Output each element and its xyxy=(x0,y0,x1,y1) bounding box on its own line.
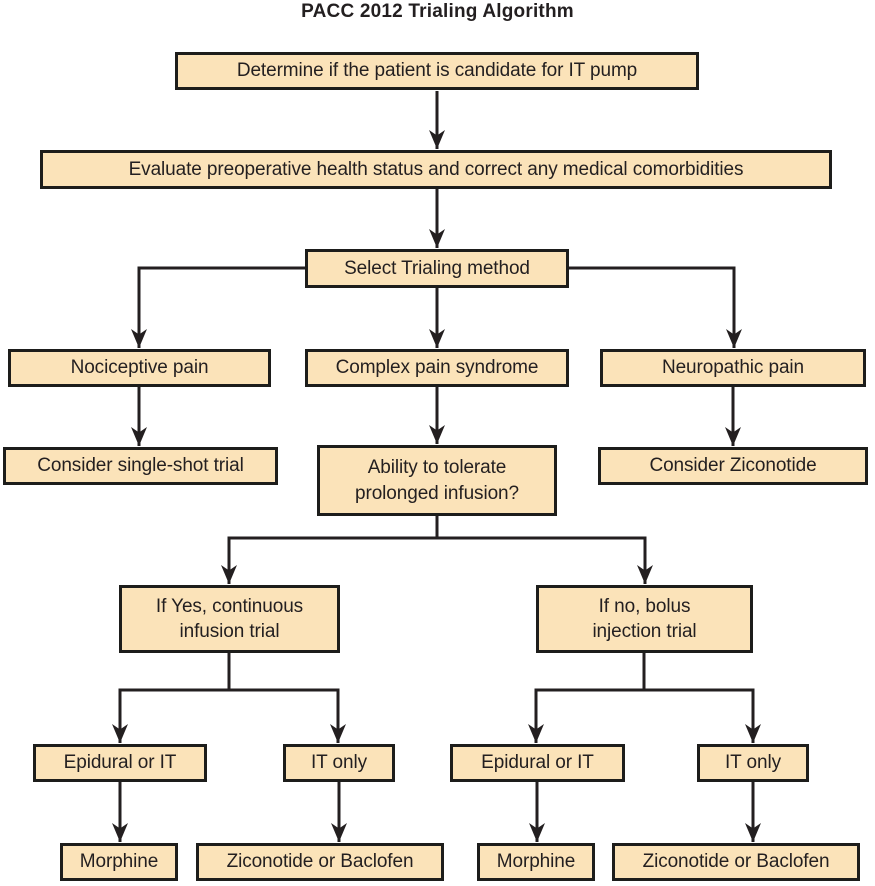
node-ziconotide-baclofen-right: Ziconotide or Baclofen xyxy=(612,843,860,881)
node-bolus-injection-trial: If no, bolus injection trial xyxy=(536,585,753,653)
node-evaluate-health-status: Evaluate preoperative health status and … xyxy=(40,150,832,189)
node-morphine-left: Morphine xyxy=(60,843,178,881)
node-tolerate-infusion: Ability to tolerate prolonged infusion? xyxy=(317,445,557,516)
page-title: PACC 2012 Trialing Algorithm xyxy=(301,1,574,22)
node-morphine-right: Morphine xyxy=(477,843,595,881)
node-neuropathic-pain: Neuropathic pain xyxy=(600,349,866,387)
node-single-shot-trial: Consider single-shot trial xyxy=(3,447,278,485)
node-continuous-infusion-trial: If Yes, continuous infusion trial xyxy=(119,585,340,653)
node-epidural-or-it-left: Epidural or IT xyxy=(33,744,207,782)
node-consider-ziconotide: Consider Ziconotide xyxy=(598,447,868,485)
node-complex-pain-syndrome: Complex pain syndrome xyxy=(305,349,569,387)
node-it-only-left: IT only xyxy=(283,744,395,782)
node-it-only-right: IT only xyxy=(697,744,809,782)
node-nociceptive-pain: Nociceptive pain xyxy=(8,349,271,387)
node-epidural-or-it-right: Epidural or IT xyxy=(450,744,625,782)
node-ziconotide-baclofen-left: Ziconotide or Baclofen xyxy=(196,843,444,881)
node-determine-candidate: Determine if the patient is candidate fo… xyxy=(175,52,699,90)
node-select-trialing-method: Select Trialing method xyxy=(305,249,569,288)
